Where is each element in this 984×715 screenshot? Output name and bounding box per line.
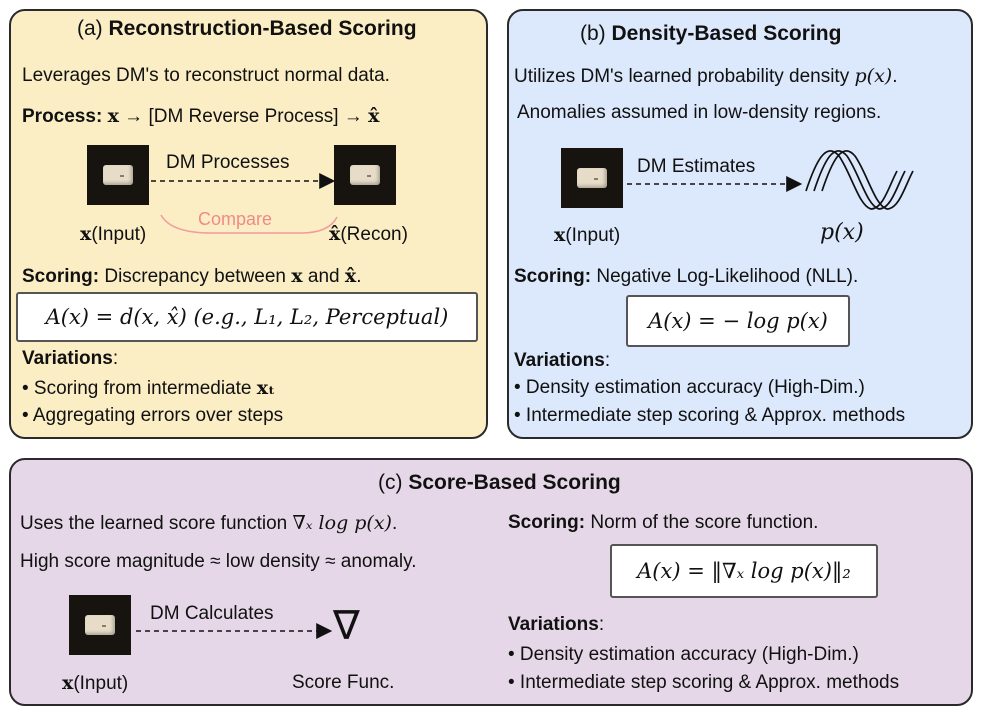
input-caption: x(Input) <box>80 223 146 246</box>
panel-a-title-prefix: (a) <box>77 17 109 40</box>
compare-label: Compare <box>198 209 273 229</box>
panel-c-title-text: Score-Based Scoring <box>408 471 621 494</box>
panel-score: (c) Score-Based Scoring Uses the learned… <box>9 458 973 706</box>
variations-colon: : <box>112 348 119 369</box>
recon-caption: x̂(Recon) <box>329 223 408 246</box>
input-caption: x(Input) <box>62 672 128 695</box>
panel-c-description: Uses the learned score function ∇ₓ log p… <box>20 512 397 535</box>
panel-c-description-2: High score magnitude ≈ low density ≈ ano… <box>20 551 417 572</box>
variations-label: Variations <box>22 348 113 369</box>
panel-c-variation-1: • Density estimation accuracy (High-Dim.… <box>508 644 859 665</box>
score-norm-formula: A(x) = ‖∇ₓ log p(x)‖₂ <box>610 544 878 598</box>
variations-label: Variations <box>508 614 599 635</box>
recon-caption-var: x̂ <box>329 223 341 245</box>
scoring-label: Scoring: <box>22 266 100 287</box>
panel-c-desc-end: . <box>391 513 398 534</box>
input-caption-text: (Input) <box>565 225 621 246</box>
input-image <box>69 595 131 655</box>
panel-density: (b) Density-Based Scoring Utilizes DM's … <box>507 9 973 439</box>
scoring-xhat: x̂ <box>344 265 357 287</box>
panel-b-desc-end: . <box>892 66 898 87</box>
input-caption-text: (Input) <box>91 224 147 245</box>
panel-b-description-2: Anomalies assumed in low-density regions… <box>517 102 882 123</box>
panel-a-process: Process: x → [DM Reverse Process] → x̂ <box>22 105 379 128</box>
input-image <box>561 148 623 208</box>
panel-c-scoring: Scoring: Norm of the score function. <box>508 512 818 534</box>
variations-label: Variations <box>514 350 605 371</box>
scoring-end: . <box>356 266 362 287</box>
panel-b-title-text: Density-Based Scoring <box>611 22 842 45</box>
scoring-text: Discrepancy between <box>99 266 292 287</box>
scoring-label: Scoring: <box>508 512 586 533</box>
panel-a-connectors <box>151 173 338 234</box>
density-waves-icon <box>805 150 914 210</box>
process-input-var: x <box>107 105 119 127</box>
input-caption-text: (Input) <box>73 673 129 694</box>
density-label: p(x) <box>820 220 864 245</box>
estimate-arrow-label: DM Estimates <box>637 156 756 177</box>
panel-a-variation-2: • Aggregating errors over steps <box>22 405 284 426</box>
variations-colon: : <box>604 350 611 371</box>
panel-b-variation-1: • Density estimation accuracy (High-Dim.… <box>514 377 865 398</box>
panel-c-title-prefix: (c) <box>378 471 409 494</box>
panel-c-variation-2: • Intermediate step scoring & Approx. me… <box>508 672 900 693</box>
panel-c-desc-text: Uses the learned score function <box>20 513 293 534</box>
panel-a-description: Leverages DM's to reconstruct normal dat… <box>22 65 390 86</box>
panel-b-variations-heading: Variations: <box>514 350 610 372</box>
process-arrow-label: DM Processes <box>166 152 290 173</box>
panel-b-desc-math: p(x) <box>854 65 893 87</box>
input-caption-var: x <box>62 672 74 694</box>
scoring-and: and <box>302 266 345 287</box>
nll-formula: A(x) = − log p(x) <box>626 295 850 347</box>
panel-a-title-text: Reconstruction-Based Scoring <box>108 17 417 40</box>
panel-reconstruction: (a) Reconstruction-Based Scoring Leverag… <box>9 9 488 439</box>
panel-c-desc-math: ∇ₓ log p(x) <box>292 512 392 534</box>
panel-a-scoring: Scoring: Discrepancy between x and x̂. <box>22 265 361 288</box>
scoring-label: Scoring: <box>514 266 592 287</box>
variations-colon: : <box>598 614 605 635</box>
process-output-var: x̂ <box>368 105 380 127</box>
variation-1-text: • Scoring from intermediate <box>22 378 257 399</box>
panel-b-title-prefix: (b) <box>580 22 612 45</box>
panel-b-variation-2: • Intermediate step scoring & Approx. me… <box>514 405 906 426</box>
panel-b-desc-text: Utilizes DM's learned probability densit… <box>514 66 855 87</box>
panel-a-variation-1: • Scoring from intermediate xₜ <box>22 377 275 400</box>
input-caption: x(Input) <box>554 224 620 247</box>
panel-b-description: Utilizes DM's learned probability densit… <box>514 65 897 88</box>
panel-c-variations-heading: Variations: <box>508 614 604 636</box>
input-caption-var: x <box>80 223 92 245</box>
process-middle: → [DM Reverse Process] → <box>118 106 369 127</box>
input-image <box>87 145 149 205</box>
panel-b-connectors <box>627 150 914 210</box>
scoring-text: Negative Log-Likelihood (NLL). <box>591 266 859 287</box>
input-caption-var: x <box>554 224 566 246</box>
scoring-x: x <box>291 265 303 287</box>
panel-c-title: (c) Score-Based Scoring <box>378 471 621 495</box>
variation-1-var: xₜ <box>256 377 276 399</box>
panel-b-scoring: Scoring: Negative Log-Likelihood (NLL). <box>514 266 858 288</box>
panel-a-title: (a) Reconstruction-Based Scoring <box>77 17 417 41</box>
score-func-label: Score Func. <box>292 672 395 693</box>
calculate-arrow-label: DM Calculates <box>150 603 274 624</box>
recon-caption-text: (Recon) <box>340 224 408 245</box>
panel-a-variations-heading: Variations: <box>22 348 118 370</box>
scoring-text: Norm of the score function. <box>585 512 819 533</box>
reconstruction-formula: A(x) = d(x, x̂) (e.g., L₁, L₂, Perceptua… <box>16 292 478 342</box>
compare-curve <box>160 214 338 234</box>
recon-image <box>334 145 396 205</box>
panel-b-title: (b) Density-Based Scoring <box>580 22 841 46</box>
process-label: Process: <box>22 106 103 127</box>
nabla-icon: ∇ <box>333 603 360 649</box>
